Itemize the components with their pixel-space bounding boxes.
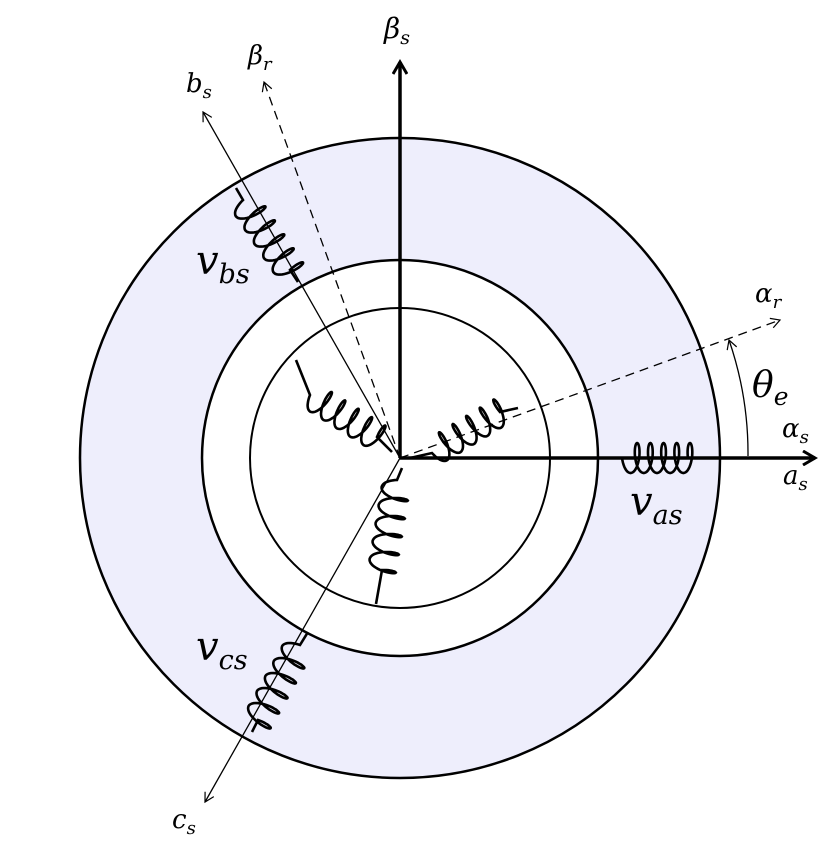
label-v-cs: vcs xyxy=(196,624,248,676)
label-a-s: as xyxy=(783,461,808,495)
theta-angle-arc xyxy=(726,338,749,457)
beta-r-axis xyxy=(261,80,401,459)
rotor-coil-a xyxy=(409,398,519,463)
label-theta-e: θe xyxy=(752,365,788,411)
rotor-coil-b xyxy=(294,359,393,453)
stator-coil-b xyxy=(233,187,305,283)
label-v-bs: vbs xyxy=(196,238,250,290)
c-axis xyxy=(204,457,401,804)
label-alpha-s: αs xyxy=(782,414,809,448)
stator-coil-a xyxy=(605,441,710,475)
rotor-coil-c xyxy=(368,467,410,605)
label-beta-r: βr xyxy=(247,41,273,75)
label-c-s: cs xyxy=(172,805,196,839)
label-v-as: vas xyxy=(630,479,683,531)
b-axis xyxy=(202,110,401,459)
stator-coil-c xyxy=(246,631,310,733)
alpha-r-axis xyxy=(399,317,782,459)
label-beta-s: βs xyxy=(383,12,410,49)
label-alpha-r: αr xyxy=(755,279,783,313)
label-b-s: bs xyxy=(186,69,212,103)
windings xyxy=(233,187,710,733)
